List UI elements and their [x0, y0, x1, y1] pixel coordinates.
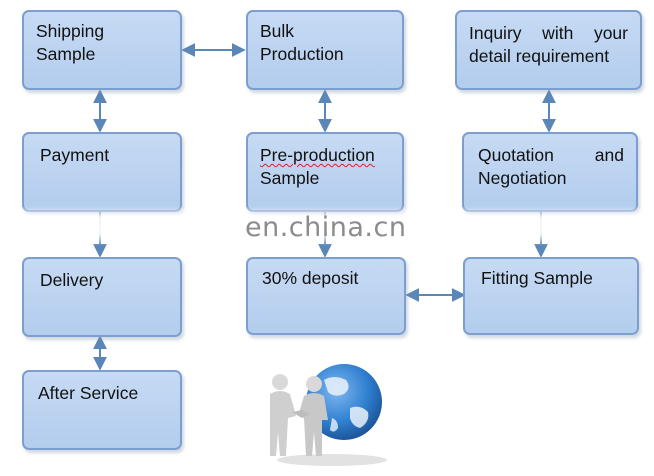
deposit-step: 30% deposit: [246, 257, 406, 335]
step-label: Pre-production: [260, 145, 375, 165]
step-label: Shipping: [36, 21, 105, 41]
step-label: Sample: [260, 168, 320, 188]
shipping-sample-step: Shipping Sample: [22, 10, 182, 90]
step-label: Negotiation: [478, 168, 567, 188]
business-handshake-globe-icon: [270, 364, 387, 466]
bulk-production-step: Bulk Production: [246, 10, 404, 90]
step-label: Pre-production: [260, 144, 390, 167]
step-label: Delivery: [40, 270, 104, 290]
payment-step: Payment: [22, 132, 182, 212]
step-label: Production: [260, 44, 344, 64]
step-label: Fitting Sample: [481, 268, 593, 288]
step-label: Sample: [36, 44, 96, 64]
pre-production-sample-step: Pre-production Sample: [246, 132, 404, 212]
step-label: Payment: [40, 145, 110, 165]
fitting-sample-step: Fitting Sample: [463, 257, 639, 335]
watermark-band: [0, 206, 654, 246]
step-label: 30% deposit: [262, 268, 359, 288]
step-label: After Service: [38, 383, 139, 403]
step-label: Inquiry with your: [469, 23, 628, 43]
quotation-negotiation-step: Quotation and Negotiation: [462, 132, 638, 212]
step-label: Quotation and: [478, 145, 624, 165]
watermark: en.china.cn: [245, 212, 407, 243]
step-label: Bulk: [260, 21, 295, 41]
after-service-step: After Service: [22, 370, 182, 450]
step-label: detail requirement: [469, 46, 610, 66]
delivery-step: Delivery: [22, 257, 182, 337]
inquiry-step: Inquiry with your detail requirement: [455, 10, 642, 90]
